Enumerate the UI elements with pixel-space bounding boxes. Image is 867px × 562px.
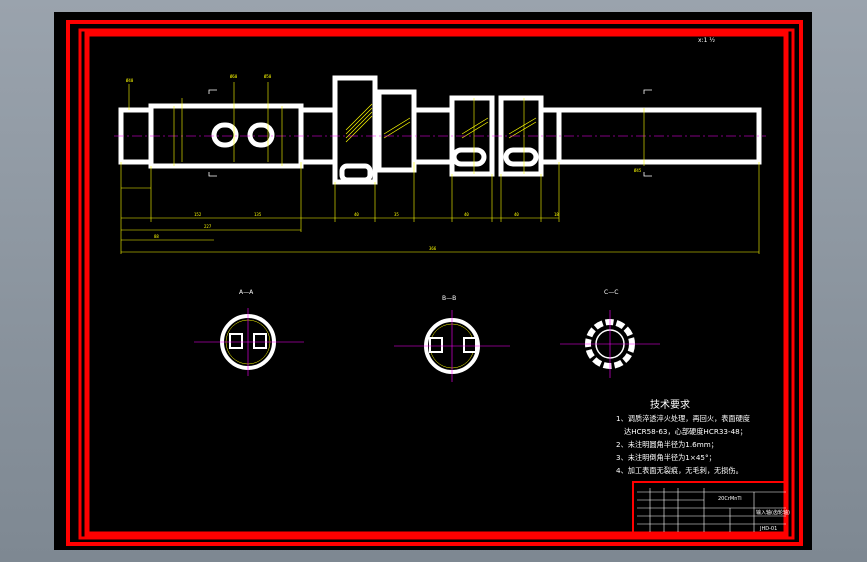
svg-text:Ø60: Ø60 [230, 74, 238, 79]
tech-requirements: 技术要求 1、调质淬透淬火处理，再回火，表面硬度 达HCR58-63，心部硬度H… [616, 398, 750, 475]
svg-text:Ø40: Ø40 [126, 78, 134, 83]
section-b-view: B—B [394, 295, 510, 382]
tech-req-line-4: 3、未注明倒角半径为1×45°； [616, 453, 716, 462]
svg-text:40: 40 [514, 212, 519, 217]
svg-text:135: 135 [254, 212, 262, 217]
title-block: 20CrMnTi 输入轴(齿轮轴) JHD-01 [632, 481, 790, 535]
tech-req-title: 技术要求 [650, 398, 690, 411]
tech-req-line-3: 2、未注明圆角半径为1.6mm； [616, 440, 718, 449]
cad-drawing: x:1 ½ [66, 20, 803, 546]
svg-text:35: 35 [394, 212, 399, 217]
svg-text:Ø45: Ø45 [634, 168, 642, 173]
section-c-view: C—C [560, 289, 660, 378]
tech-req-line-1: 1、调质淬透淬火处理，再回火，表面硬度 [616, 414, 750, 423]
section-b-label: B—B [442, 295, 456, 302]
title-block-part-name: 输入轴(齿轮轴) [756, 509, 790, 516]
dimension-lines [120, 82, 760, 254]
section-cut-markers [208, 89, 652, 177]
svg-text:Ø50: Ø50 [264, 74, 272, 79]
gear-teeth-hatch [345, 103, 537, 143]
section-c-label: C—C [604, 289, 618, 296]
scale-label: x:1 ½ [698, 37, 715, 44]
svg-text:152: 152 [194, 212, 202, 217]
title-block-drawing-no: JHD-01 [759, 526, 777, 532]
section-a-label: A—A [239, 289, 254, 296]
section-a-view: A—A [194, 289, 304, 376]
tech-req-line-5: 4、加工表面无裂痕，无毛刺，无损伤。 [616, 466, 743, 475]
svg-text:40: 40 [464, 212, 469, 217]
svg-text:40: 40 [354, 212, 359, 217]
tech-req-line-2: 达HCR58-63，心部硬度HCR33-48； [624, 427, 747, 436]
shaft-main-view [118, 75, 762, 185]
drawing-border [66, 20, 803, 546]
svg-text:227: 227 [204, 224, 212, 229]
dimension-values: 366 227 88 152 135 40 35 40 40 18 Ø45 Ø4… [126, 74, 642, 251]
svg-text:18: 18 [554, 212, 559, 217]
svg-text:366: 366 [429, 246, 437, 251]
svg-text:88: 88 [154, 234, 159, 239]
title-block-material: 20CrMnTi [718, 496, 742, 502]
cad-viewport[interactable]: x:1 ½ [54, 12, 812, 550]
